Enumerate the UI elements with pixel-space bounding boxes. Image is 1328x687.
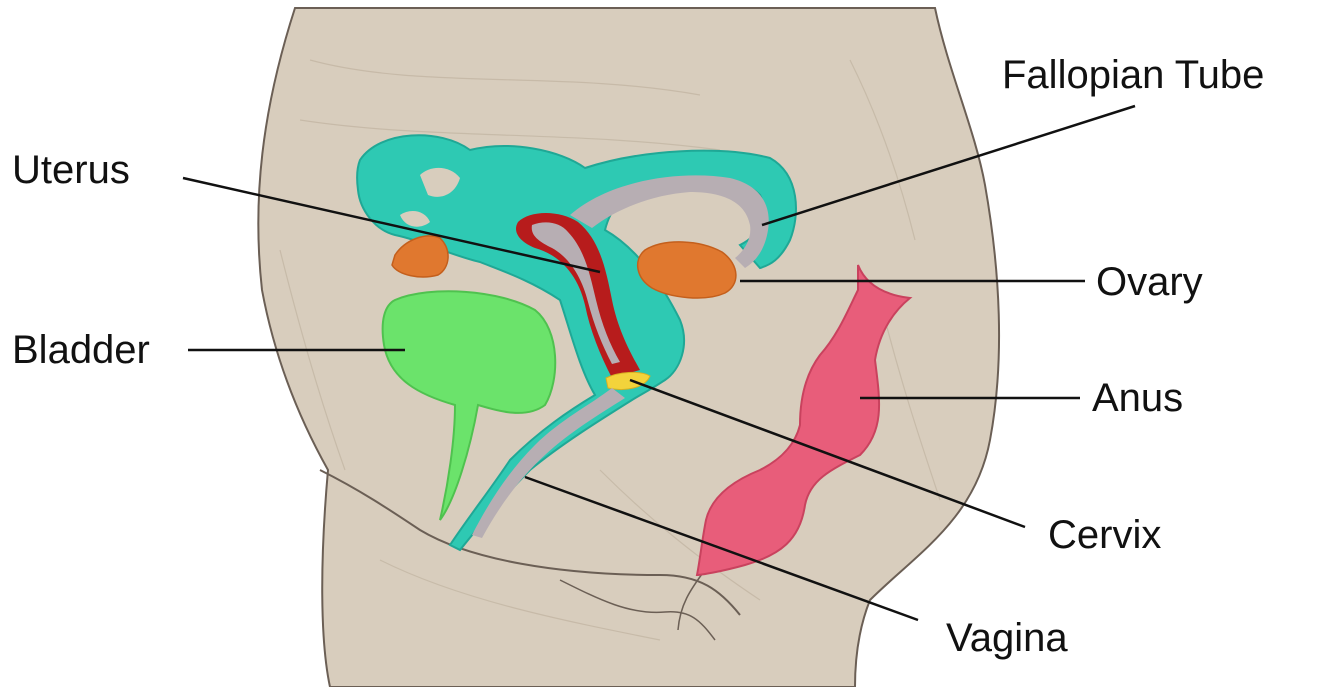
label-fallopian-tube: Fallopian Tube — [1002, 55, 1264, 95]
label-cervix: Cervix — [1048, 515, 1161, 555]
label-bladder: Bladder — [12, 330, 150, 370]
label-vagina: Vagina — [946, 618, 1068, 658]
label-ovary: Ovary — [1096, 262, 1203, 302]
label-uterus: Uterus — [12, 150, 130, 190]
label-anus: Anus — [1092, 378, 1183, 418]
